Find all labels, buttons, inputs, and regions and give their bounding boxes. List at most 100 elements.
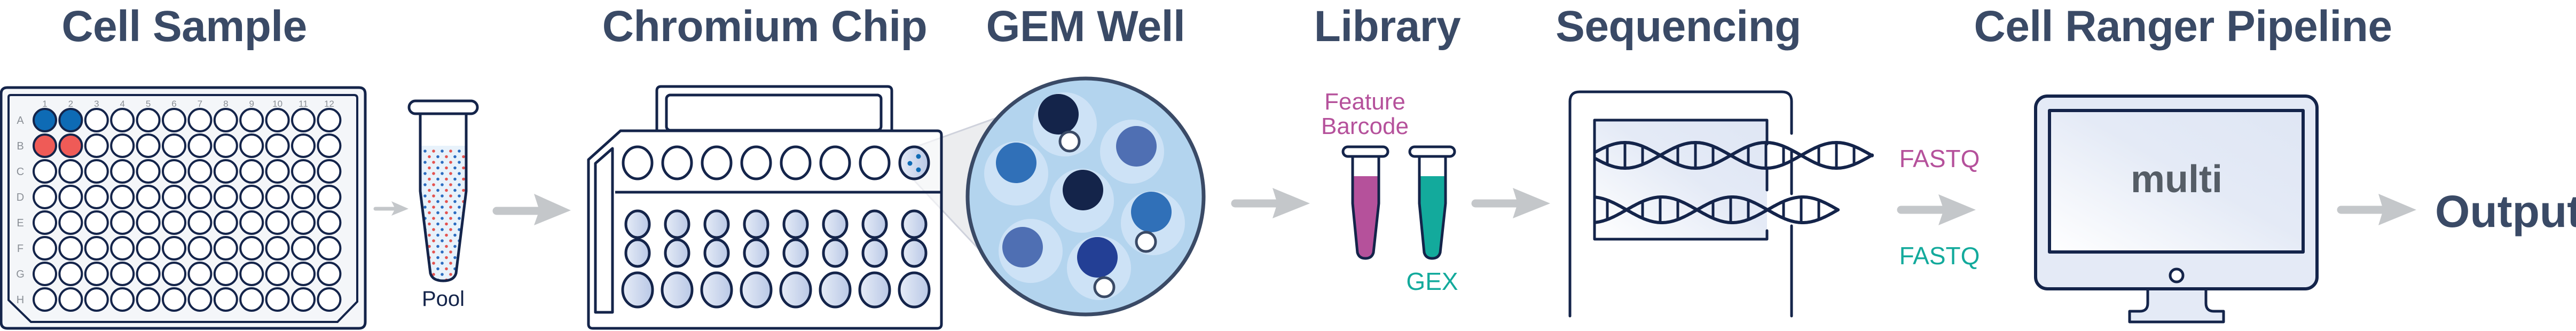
pool-dot [428, 211, 431, 215]
chip-well [901, 209, 928, 239]
pool-dot [423, 194, 427, 198]
plate-well [239, 236, 264, 261]
plate-well [213, 133, 238, 158]
gem-well [965, 76, 1206, 317]
fastq-feature-barcode-label: FASTQ [1899, 145, 1980, 172]
plate-well [265, 108, 290, 132]
plate-well [213, 262, 238, 286]
pool-dot [458, 149, 461, 153]
pool-dot [449, 250, 452, 254]
plate-column-label: 12 [324, 99, 334, 109]
plate-well [213, 185, 238, 209]
plate-well [136, 236, 161, 261]
pool-dot [458, 206, 461, 209]
chip-well [624, 238, 651, 268]
plate-well [291, 108, 316, 132]
plate-well [291, 236, 316, 261]
chip-well [624, 209, 651, 239]
plate-row-label: A [17, 115, 24, 127]
plate-well [58, 133, 83, 158]
fastq-gex-label: FASTQ [1899, 242, 1980, 270]
gem-cell [1116, 126, 1157, 167]
pool-dot [428, 188, 431, 192]
plate-well [58, 159, 83, 184]
plate-well [58, 108, 83, 132]
gem-droplet [1121, 191, 1185, 255]
pool-dot [449, 183, 452, 186]
monitor-stand [2128, 289, 2225, 324]
chip-side-rail [594, 147, 614, 314]
computer-monitor [2034, 94, 2319, 324]
plate-well [317, 210, 342, 235]
plate-well [239, 262, 264, 286]
chip-top-well [740, 145, 772, 180]
pool-dot [462, 166, 465, 170]
pool-dot [449, 262, 452, 265]
plate-well [187, 108, 213, 132]
pool-dot [462, 188, 465, 192]
pool-dot [441, 262, 444, 265]
plate-well [317, 287, 342, 312]
pool-dot [458, 172, 461, 175]
pool-dot [453, 155, 457, 159]
pool-dot [449, 228, 452, 231]
pool-dot [449, 206, 452, 209]
pool-dot [453, 200, 457, 203]
feature-barcode-label: Feature Barcode [1321, 90, 1409, 139]
chip-well [664, 209, 690, 239]
chip-well-cell-dot [907, 161, 913, 166]
pool-dot [428, 200, 431, 203]
pool-dot [453, 211, 457, 215]
plate-well [291, 262, 316, 286]
pool-dot [445, 166, 448, 170]
plate-well [265, 287, 290, 312]
gem-cell [996, 143, 1036, 183]
chip-well [858, 271, 891, 309]
chip-top-well [859, 145, 891, 180]
step-title-gem-well: GEM Well [986, 2, 1185, 51]
pool-dot [445, 188, 448, 192]
plate-row-label: H [17, 294, 24, 306]
plate-column-label: 10 [272, 99, 282, 109]
plate-well [187, 236, 213, 261]
pool-dot [423, 183, 427, 186]
plate-well [291, 133, 316, 158]
pool-label: Pool [421, 287, 465, 311]
plate-column-label: 1 [42, 99, 47, 109]
pool-dot [449, 273, 452, 276]
plate-well [136, 108, 161, 132]
arrow-pipeline-to-output [2337, 194, 2416, 225]
gel-bead [1058, 130, 1081, 153]
dna-backbone [1594, 141, 1874, 170]
pool-dot [432, 250, 435, 254]
dna-backbone [1594, 141, 1874, 170]
chip-top-well [701, 145, 733, 180]
arrow-pool-to-chip [492, 194, 571, 225]
plate-well [84, 133, 109, 158]
gem-droplet [999, 219, 1063, 283]
plate-well [136, 133, 161, 158]
pool-dot [462, 278, 465, 281]
arrow-library-to-sequencing [1471, 188, 1550, 218]
pool-dot [449, 161, 452, 164]
dna-strand-feature-barcode [1594, 141, 1874, 170]
plate-well [291, 185, 316, 209]
gem-cell [1131, 192, 1172, 232]
gex-label: GEX [1406, 267, 1458, 295]
plate-row-label: B [17, 140, 23, 152]
chip-well [898, 271, 931, 309]
dna-backbone [1594, 195, 1840, 224]
arrow-sequencing-to-pipeline [1897, 194, 1976, 225]
plate-well [265, 236, 290, 261]
pool-dot [423, 149, 427, 153]
gem-droplet [1050, 169, 1114, 233]
pool-dot [441, 194, 444, 198]
plate-well [58, 185, 83, 209]
pool-dot [445, 155, 448, 159]
pool-dot [445, 211, 448, 215]
chip-wells [621, 145, 931, 309]
plate-row-label: F [17, 243, 23, 255]
